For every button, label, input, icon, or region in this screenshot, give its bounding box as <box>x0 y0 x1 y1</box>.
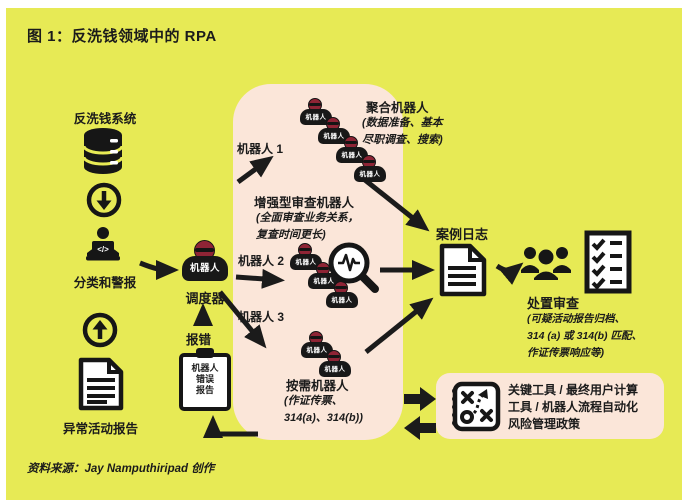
robot-icon: 机器人 <box>290 243 322 272</box>
arrow-panel-to-error-report <box>203 415 258 439</box>
magnifier-waveform-icon <box>328 242 379 293</box>
code-glyph: </> <box>97 245 109 254</box>
robot3-label: 机器人 3 <box>238 310 285 324</box>
arrow-to-tools-box <box>404 387 436 411</box>
arrow-down-circle-icon <box>86 182 122 218</box>
enhanced-review-detail-2: 复查时间更长) <box>256 229 326 241</box>
aggregation-bots-detail-2: 尽职调查、搜索) <box>362 134 443 146</box>
robot-head-icon <box>327 350 341 364</box>
disposition-review-detail-1: (可疑活动报告归档、 <box>527 313 625 325</box>
robot-body-label: 机器人 <box>182 256 228 281</box>
case-log-document-icon <box>439 243 487 297</box>
enhanced-review-title: 增强型审查机器人 <box>254 196 355 210</box>
arrow-aggregation-to-caselog <box>358 174 430 232</box>
on-demand-bots-detail-1: (作证传票、 <box>284 395 343 407</box>
robot-icon: 机器人 <box>336 136 368 165</box>
robot1-label: 机器人 1 <box>237 142 284 156</box>
aggregation-bots-title: 聚合机器人 <box>366 101 429 115</box>
sar-document-icon <box>78 357 124 411</box>
scheduler-robot-icon: 机器人 <box>182 240 228 282</box>
arrow-robot2 <box>235 268 285 289</box>
arrow-robot3 <box>218 290 267 349</box>
robot-icon: 机器人 <box>354 155 386 184</box>
disposition-review-title: 处置审查 <box>527 296 580 311</box>
robot-icon: 机器人 <box>326 281 358 310</box>
analyst-laptop-icon: </> <box>86 227 120 261</box>
sar-label: 异常活动报告 <box>62 422 138 436</box>
on-demand-bots-title: 按需机器人 <box>286 379 349 393</box>
robot-icon: 机器人 <box>318 117 350 146</box>
case-log-label: 案例日志 <box>436 227 489 242</box>
scheduler-label: 调度器 <box>185 291 225 306</box>
arrow-up-circle-icon <box>82 312 118 348</box>
enhanced-review-detail-1: (全面审查业务关系， <box>256 212 359 224</box>
playbook-strategy-icon <box>452 381 501 432</box>
robot-icon: 机器人 <box>300 98 332 127</box>
triage-alerts-label: 分类和警报 <box>73 276 137 290</box>
database-icon <box>82 128 124 174</box>
tools-policy-text: 关键工具 / 最终用户计算 工具 / 机器人流程自动化 风险管理政策 <box>508 383 639 431</box>
disposition-review-detail-2: 314 (a) 或 314(b) 匹配、 <box>527 330 642 342</box>
error-arrow-label: 报错 <box>186 333 212 347</box>
arrow-from-tools-box <box>404 416 436 440</box>
clipboard-clip <box>196 348 214 358</box>
arrow-triage-to-scheduler <box>139 259 179 280</box>
error-report-text: 机器人 错误 报告 <box>191 363 219 395</box>
robot-icon: 机器人 <box>301 331 333 360</box>
review-team-icon <box>521 247 571 280</box>
arrow-caselog-to-review <box>495 262 524 285</box>
robot-icon: 机器人 <box>319 350 351 379</box>
source-credit: 资料来源：Jay Namputhiripad 创作 <box>27 463 215 475</box>
arrow-robot1 <box>236 155 274 185</box>
figure-title: 图 1：反洗钱领域中的 RPA <box>27 28 217 45</box>
robot-error-report-icon: 机器人 错误 报告 <box>177 348 233 412</box>
robot2-label: 机器人 2 <box>238 254 285 268</box>
aml-system-label: 反洗钱系统 <box>73 112 137 126</box>
arrow-ondemand-to-caselog <box>364 297 434 354</box>
on-demand-bots-detail-2: 314(a)、314(b)) <box>284 412 363 424</box>
checklist-icon <box>584 230 632 294</box>
aggregation-bots-detail-1: (数据准备、基本 <box>362 117 443 129</box>
disposition-review-detail-3: 作证传票响应等) <box>527 347 604 359</box>
